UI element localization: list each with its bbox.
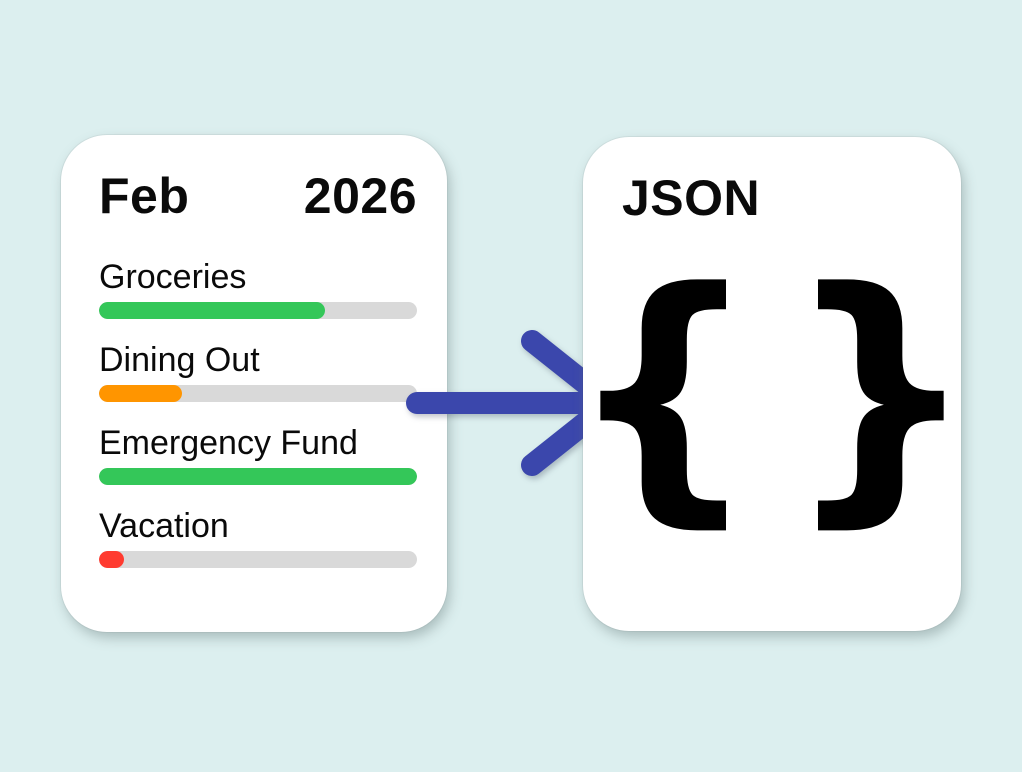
budget-month-title: Feb xyxy=(99,168,190,224)
budget-row: Vacation xyxy=(99,506,417,568)
open-brace: { xyxy=(566,235,760,551)
progress-fill xyxy=(99,551,125,568)
budget-list: Groceries Dining Out Emergency Fund Vaca… xyxy=(99,257,417,568)
budget-row: Groceries xyxy=(99,257,417,319)
budget-category-label: Emergency Fund xyxy=(99,424,358,462)
budget-category-label: Dining Out xyxy=(99,341,260,379)
budget-category-label: Vacation xyxy=(99,507,229,545)
close-brace: } xyxy=(784,235,978,551)
json-card-header: JSON xyxy=(622,173,931,223)
budget-card: Feb 2026 Groceries Dining Out Emergency … xyxy=(61,135,447,632)
progress-fill xyxy=(99,468,417,485)
json-card: JSON { } xyxy=(566,137,978,631)
progress-fill xyxy=(99,385,182,402)
budget-year-title: 2026 xyxy=(303,168,417,224)
budget-row: Dining Out xyxy=(99,340,417,402)
budget-category-label: Groceries xyxy=(99,258,247,296)
progress-track xyxy=(99,302,417,319)
progress-track xyxy=(99,551,417,568)
budget-row: Emergency Fund xyxy=(99,423,417,485)
progress-fill xyxy=(99,302,325,319)
progress-track xyxy=(99,468,417,485)
json-card-title: JSON xyxy=(622,170,761,226)
curly-braces-icon: { } xyxy=(566,257,977,529)
budget-card-header: Feb 2026 xyxy=(99,171,417,221)
progress-track xyxy=(99,385,417,402)
